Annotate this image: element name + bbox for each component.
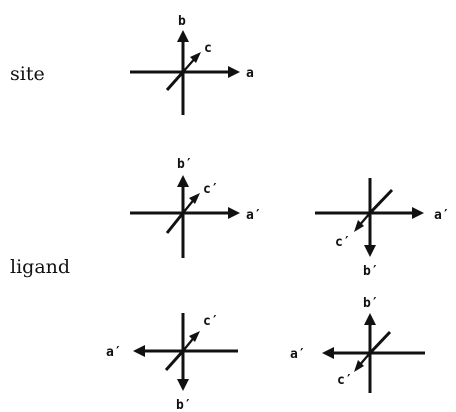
axis-label-a: a′ [246, 208, 262, 223]
a-arrowhead [412, 207, 424, 219]
c-axis-tail [368, 188, 394, 215]
frame-ligand-1: a′ b′ c′ [130, 157, 262, 258]
row-label-site: site [10, 63, 45, 85]
frame-ligand-2: a′ b′ c′ [315, 178, 450, 279]
axis-label-b: b′ [177, 157, 193, 172]
axis-label-b: b′ [363, 296, 379, 311]
axis-label-c: c′ [203, 182, 219, 197]
axis-label-a: a′ [434, 208, 450, 223]
c-arrowhead [190, 52, 201, 63]
c-arrowhead [189, 331, 200, 342]
c-axis-tail [165, 212, 185, 234]
axis-label-c: c′ [203, 314, 219, 329]
a-arrowhead [322, 347, 334, 359]
b-arrowhead [177, 175, 189, 187]
axis-label-a: a [246, 66, 254, 81]
axis-label-a: a′ [290, 347, 306, 362]
frame-ligand-3: a′ b′ c′ [106, 313, 238, 412]
b-arrowhead [177, 379, 189, 391]
c-arrowhead [354, 360, 364, 372]
axis-label-c: c′ [335, 235, 351, 250]
c-axis-tail [165, 71, 185, 91]
b-arrowhead [364, 313, 376, 325]
a-arrowhead [228, 207, 240, 219]
axis-label-b: b [178, 14, 186, 29]
a-arrowhead [228, 66, 240, 78]
c-arrowhead [189, 193, 200, 204]
c-axis-tail [368, 330, 392, 355]
a-arrowhead [133, 345, 145, 357]
axis-label-c: c′ [337, 373, 353, 388]
row-label-ligand: ligand [10, 256, 70, 278]
c-axis-tail [164, 349, 185, 372]
frame-site: a b c [130, 14, 254, 115]
axis-label-b: b′ [176, 398, 192, 412]
b-arrowhead [177, 30, 189, 42]
frame-ligand-4: a′ b′ c′ [290, 296, 425, 393]
axis-label-a: a′ [106, 345, 122, 360]
b-arrowhead [364, 245, 376, 257]
axis-label-b: b′ [363, 264, 379, 279]
axis-label-c: c [204, 41, 212, 56]
c-arrowhead [354, 220, 364, 232]
